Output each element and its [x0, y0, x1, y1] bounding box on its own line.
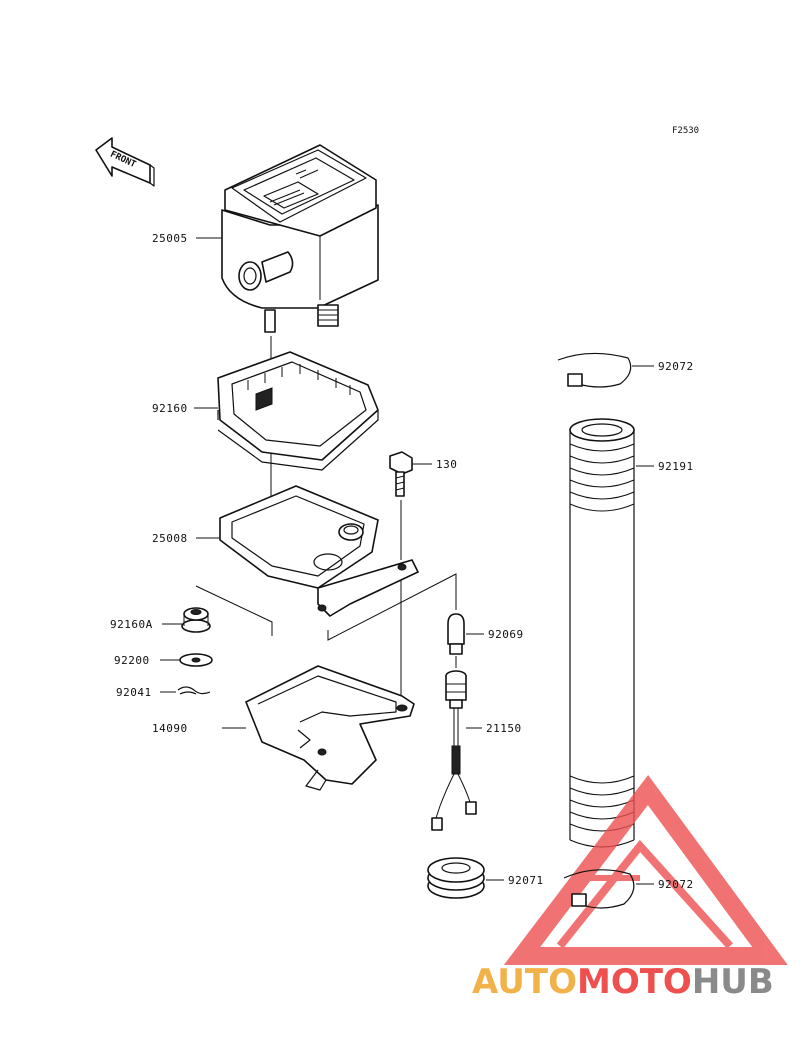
- watermark-text: AUTOMOTOHUB: [472, 962, 774, 1002]
- label-92160a: 92160A: [110, 618, 153, 631]
- band-bottom-part: [563, 869, 654, 909]
- label-25005: 25005: [152, 232, 188, 245]
- label-92160: 92160: [152, 402, 188, 415]
- watermark-part2: MOTO: [577, 962, 692, 1002]
- label-92200: 92200: [114, 654, 150, 667]
- label-25008: 25008: [152, 532, 188, 545]
- label-92072-bottom: 92072: [658, 878, 694, 891]
- clip-part: [160, 686, 211, 695]
- label-92041: 92041: [116, 686, 152, 699]
- label-92191: 92191: [658, 460, 694, 473]
- figure-code: F2530: [672, 126, 699, 136]
- boot-tube-part: [569, 418, 654, 848]
- gasket-part: [194, 351, 379, 471]
- bolt-part: [389, 451, 432, 696]
- svg-text:AUTOMOTOHUB: AUTOMOTOHUB: [472, 962, 774, 1002]
- automotohub-logo-icon: [503, 774, 788, 965]
- front-arrow-icon: FRONT: [95, 137, 155, 187]
- rubber-grommet-part: [427, 857, 504, 899]
- label-130: 130: [436, 458, 457, 471]
- watermark-part3: HUB: [692, 962, 774, 1002]
- socket-harness-part: [431, 670, 482, 831]
- label-14090: 14090: [152, 722, 188, 735]
- label-92072-top: 92072: [658, 360, 694, 373]
- cover-part: [222, 665, 415, 791]
- label-92071: 92071: [508, 874, 544, 887]
- label-92069: 92069: [488, 628, 524, 641]
- label-21150: 21150: [486, 722, 522, 735]
- bulb-part: [447, 613, 484, 668]
- washer-part: [160, 653, 213, 667]
- meter-assembly-part: [196, 144, 379, 333]
- grommet-part: [162, 607, 211, 633]
- watermark-part1: AUTO: [472, 962, 577, 1002]
- band-top-part: [557, 352, 654, 388]
- meter-case-part: [196, 485, 419, 617]
